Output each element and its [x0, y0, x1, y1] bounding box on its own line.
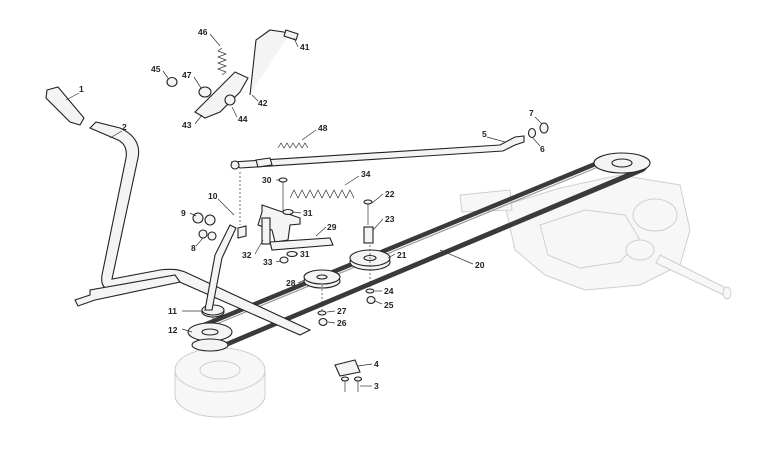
- washer-47: [198, 86, 212, 98]
- pedal-pad: [45, 86, 85, 126]
- callout-9: 9: [181, 208, 186, 218]
- callout-34: 34: [361, 169, 371, 179]
- construction-lines: [212, 172, 371, 324]
- callout-20: 20: [475, 260, 485, 270]
- bushing-8: [198, 229, 217, 241]
- callout-22: 22: [385, 189, 395, 199]
- callout-labels: 1 2 3 4 5 6 7 8 9 10 11 12 20 21 22 23 2…: [79, 27, 545, 391]
- callout-26: 26: [337, 318, 347, 328]
- callout-31a: 31: [303, 208, 313, 218]
- callout-29: 29: [327, 222, 337, 232]
- callout-25: 25: [384, 300, 394, 310]
- callout-33: 33: [263, 257, 273, 267]
- callout-46: 46: [198, 27, 208, 37]
- callout-44: 44: [238, 114, 248, 124]
- callout-48: 48: [318, 123, 328, 133]
- callout-11: 11: [168, 306, 177, 316]
- callout-2: 2: [122, 122, 127, 132]
- callout-7: 7: [529, 108, 534, 118]
- callout-28: 28: [286, 278, 296, 288]
- callout-4: 4: [374, 359, 379, 369]
- nut-7: [527, 122, 549, 139]
- bushing-9: [192, 212, 216, 226]
- transmission-pulley: [593, 152, 651, 174]
- lever-10: [204, 224, 247, 311]
- callout-42: 42: [258, 98, 268, 108]
- bracket-43: [194, 71, 249, 119]
- callout-32: 32: [242, 250, 252, 260]
- pedal-lever: [74, 121, 312, 336]
- nut-26: [317, 310, 328, 327]
- belt-guide-4: [334, 359, 361, 377]
- leader-lines: [65, 33, 543, 387]
- callout-23: 23: [385, 214, 395, 224]
- pin-32: [261, 217, 271, 245]
- pulley-28: [303, 269, 341, 289]
- callout-5: 5: [482, 129, 487, 139]
- spacer-23: [363, 226, 374, 244]
- rod-41: [249, 29, 299, 96]
- pulley-12: [187, 322, 233, 352]
- bracket-29: [257, 204, 334, 251]
- callout-27: 27: [337, 306, 347, 316]
- nut-24: [365, 288, 376, 305]
- screw-3: [340, 376, 363, 392]
- callout-21: 21: [397, 250, 407, 260]
- callout-24: 24: [384, 286, 394, 296]
- spring-48: [277, 142, 309, 149]
- nut-45: [166, 76, 178, 88]
- bolt-22: [363, 199, 373, 225]
- callout-30: 30: [262, 175, 272, 185]
- callout-3: 3: [374, 381, 379, 391]
- spring-34: [289, 189, 355, 199]
- rod-5: [230, 135, 525, 170]
- spring-46: [217, 47, 227, 76]
- washer-31: [282, 208, 298, 258]
- callout-8: 8: [191, 243, 196, 253]
- clutch-ghost: [174, 347, 266, 418]
- transmission-ghost: [459, 174, 732, 300]
- callout-10: 10: [208, 191, 218, 201]
- callout-45: 45: [151, 64, 161, 74]
- callout-47: 47: [182, 70, 192, 80]
- callout-12: 12: [168, 325, 178, 335]
- callout-6: 6: [540, 144, 545, 154]
- callout-31b: 31: [300, 249, 310, 259]
- callout-43: 43: [182, 120, 192, 130]
- callout-1: 1: [79, 84, 84, 94]
- callout-41: 41: [300, 42, 310, 52]
- nut-33: [279, 256, 289, 264]
